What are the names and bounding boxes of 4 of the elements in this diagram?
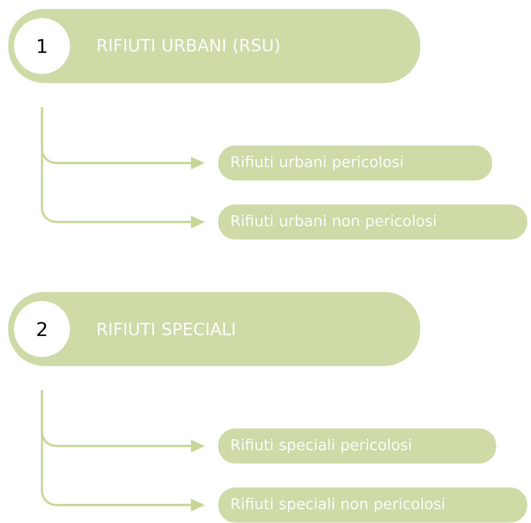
subcategory-pill: Rifiuti urbani pericolosi bbox=[218, 146, 492, 180]
subcategory-pill: Rifiuti speciali pericolosi bbox=[218, 428, 496, 464]
subcategory-pill: Rifiuti urbani non pericolosi bbox=[218, 204, 528, 240]
subcategory-pill: Rifiuti speciali non pericolosi bbox=[218, 488, 528, 522]
